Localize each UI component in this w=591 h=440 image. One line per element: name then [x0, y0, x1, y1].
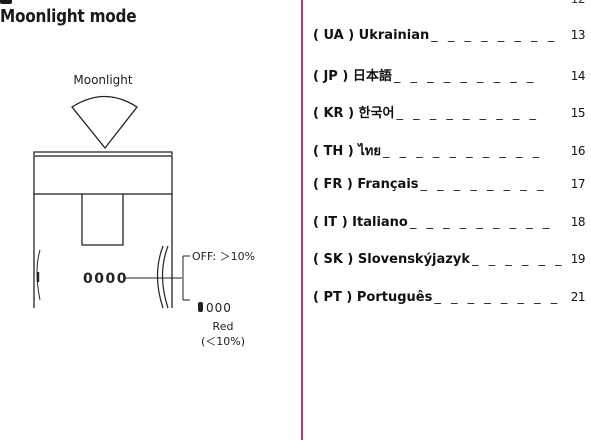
toc-page-number: 17	[570, 177, 586, 191]
toc-label: ( FR ) Français	[313, 177, 419, 192]
red-threshold: (＜10%)	[201, 335, 245, 348]
toc-page-number: 14	[570, 69, 586, 83]
toc-label: ( KR ) 한국어	[313, 106, 395, 121]
toc-label: ( UA ) Ukrainian	[313, 28, 430, 43]
section-title: Moonlight mode	[0, 6, 137, 27]
toc-row-japanese[interactable]: ( JP ) 日本語 _ _ _ _ _ _ _ _ _ 14	[313, 65, 586, 85]
toc-row-partial[interactable]: 12	[313, 0, 586, 12]
toc-leader: _ _ _ _ _ _ _ _ _	[396, 106, 539, 121]
moonlight-diagram: Moonlight 0000 OFF: ＞10% 000 Red (＜10%)	[33, 73, 255, 348]
toc-leader: _ _ _ _ _ _ _ _	[434, 290, 561, 305]
toc-page-number: 19	[570, 252, 586, 266]
off-label: OFF: ＞10%	[192, 250, 255, 263]
toc-row-korean[interactable]: ( KR ) 한국어 _ _ _ _ _ _ _ _ _ 15	[313, 102, 586, 122]
lamp-body	[33, 194, 173, 308]
toc-row-slovak[interactable]: ( SK ) Slovenskýjazyk _ _ _ _ _ _ 19	[313, 252, 586, 272]
lamp-right-curve-inner	[156, 245, 164, 309]
heading-fragment	[0, 0, 12, 4]
red-dot-indicator	[198, 302, 203, 312]
toc-leader: _ _ _ _ _ _ _ _ _	[409, 215, 553, 230]
toc-label: ( SK ) Slovenskýjazyk	[313, 252, 470, 267]
toc-page-number: 15	[570, 106, 586, 120]
lamp-right-curve-outer	[161, 245, 169, 309]
toc-leader: _ _ _ _ _ _ _ _	[431, 28, 558, 43]
battery-display: 0000	[83, 271, 128, 287]
toc-label: ( PT ) Português	[313, 290, 433, 305]
toc-row-french[interactable]: ( FR ) Français _ _ _ _ _ _ _ _ 17	[313, 177, 586, 197]
cone-label: Moonlight	[73, 73, 133, 87]
left-page: Moonlight mode Moonlight 0000 OFF: ＞10% …	[0, 0, 255, 348]
toc-leader: _ _ _ _ _ _ _ _	[420, 177, 547, 192]
red-label: Red	[213, 320, 234, 333]
toc-page-number: 18	[570, 215, 586, 229]
page-divider	[301, 0, 303, 440]
toc-leader: _ _ _ _ _ _ _ _ _ _	[382, 144, 543, 159]
toc-row-ukrainian[interactable]: ( UA ) Ukrainian _ _ _ _ _ _ _ _ 13	[313, 28, 586, 48]
toc-label: ( JP ) 日本語	[313, 69, 392, 84]
toc-leader: _ _ _ _ _ _ _ _ _	[393, 69, 537, 84]
lamp-clip	[81, 194, 124, 246]
toc-page-number: 13	[570, 28, 586, 42]
toc-row-portuguese[interactable]: ( PT ) Português _ _ _ _ _ _ _ _ 21	[313, 290, 586, 310]
toc-label: ( IT ) Italiano	[313, 215, 408, 230]
lamp-top-cap	[33, 151, 173, 155]
toc-row-thai[interactable]: ( TH ) ไทย _ _ _ _ _ _ _ _ _ _ 16	[313, 140, 586, 160]
toc-row-italian[interactable]: ( IT ) Italiano _ _ _ _ _ _ _ _ _ 18	[313, 215, 586, 235]
toc-label: ( TH ) ไทย	[313, 144, 381, 159]
toc-page-number: 21	[570, 290, 586, 304]
toc-leader: _ _ _ _ _ _	[471, 252, 565, 267]
light-cone-icon	[71, 95, 138, 150]
on-indicator-tail: 000	[206, 301, 232, 315]
right-page: 12 ( UA ) Ukrainian _ _ _ _ _ _ _ _ 13 (…	[303, 0, 591, 440]
lamp-head	[33, 155, 173, 195]
toc-page-number: 12	[570, 0, 586, 6]
toc-page-number: 16	[570, 144, 586, 158]
